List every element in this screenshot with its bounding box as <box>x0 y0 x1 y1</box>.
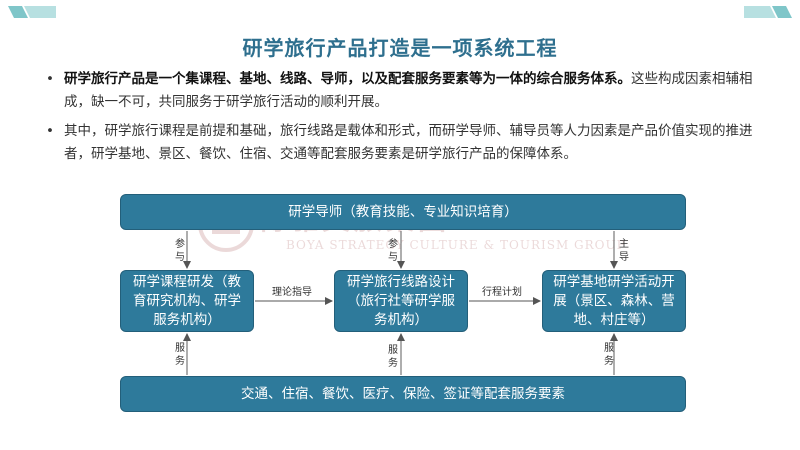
bullet-text: 这些构成因素相辅相成，缺一不可，共同服务于研学旅行活动的顺利开展。 <box>64 71 753 110</box>
bullet-list: • 研学旅行产品是一个集课程、基地、线路、导师，以及配套服务要素等为一体的综合服… <box>46 68 758 172</box>
box-support-services: 交通、住宿、餐饮、医疗、保险、签证等配套服务要素 <box>120 376 686 412</box>
edge-label-service-left: 服务 <box>175 343 185 367</box>
edge-label-itinerary-plan: 行程计划 <box>482 287 522 298</box>
edge-label-lead: 主导 <box>619 239 629 263</box>
watermark-text-en: BOYA STRATEGY CULTURE & TOURISM GROUP <box>286 238 626 252</box>
box-research-mentor: 研学导师（教育技能、专业知识培育） <box>120 194 686 230</box>
corner-decoration-right <box>744 6 792 18</box>
edge-label-theory-guidance: 理论指导 <box>272 287 312 298</box>
corner-decoration-left <box>8 6 56 18</box>
bullet-dot-icon: • <box>46 71 54 87</box>
bullet-item: • 其中，研学旅行课程是前提和基础，旅行线路是载体和形式，而研学导师、辅导员等人… <box>46 120 758 166</box>
edge-label-participate-center: 参与 <box>388 239 398 263</box>
bullet-dot-icon: • <box>46 123 54 139</box>
bullet-bold-text: 研学旅行产品是一个集课程、基地、线路、导师，以及配套服务要素等为一体的综合服务体… <box>64 71 631 87</box>
edge-label-service-center: 服务 <box>388 345 398 369</box>
box-route-design: 研学旅行线路设计（旅行社等研学服务机构） <box>334 270 468 332</box>
page-title: 研学旅行产品打造是一项系统工程 <box>242 36 558 60</box>
edge-label-participate-left: 参与 <box>175 239 185 263</box>
edge-label-service-right: 服务 <box>604 343 614 367</box>
box-course-development: 研学课程研发（教育研究机构、研学服务机构） <box>120 270 254 332</box>
bullet-item: • 研学旅行产品是一个集课程、基地、线路、导师，以及配套服务要素等为一体的综合服… <box>46 68 758 114</box>
bullet-text: 其中，研学旅行课程是前提和基础，旅行线路是载体和形式，而研学导师、辅导员等人力因… <box>64 123 753 162</box>
box-base-activities: 研学基地研学活动开展（景区、森林、营地、村庄等） <box>542 270 686 332</box>
